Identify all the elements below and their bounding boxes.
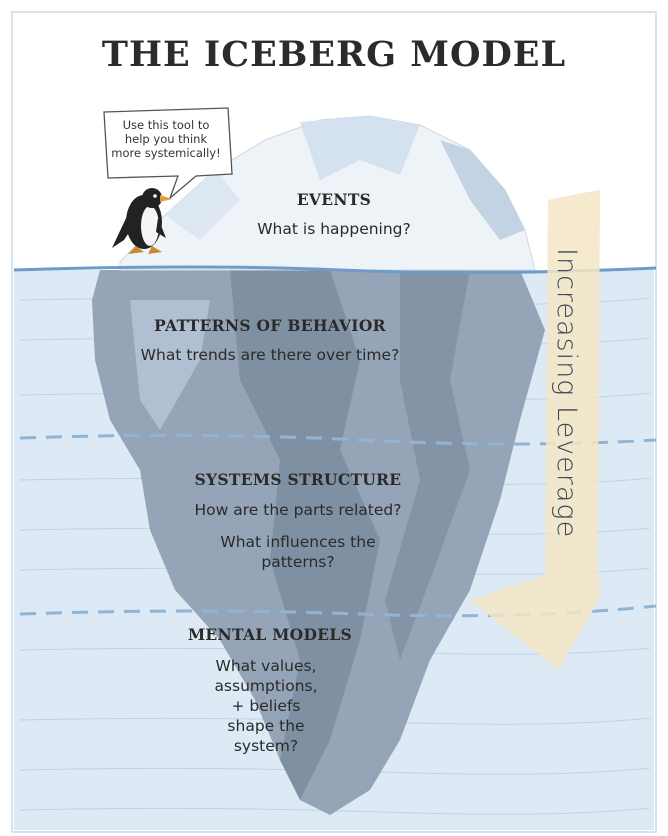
- level-structure-heading: SYSTEMS STRUCTURE: [194, 470, 402, 489]
- speech-bubble: [103, 107, 233, 201]
- level-events-heading: EVENTS: [296, 190, 372, 209]
- iceberg-shading: [230, 270, 380, 800]
- level-structure-question: How are the parts related?: [194, 501, 402, 519]
- penguin-icon: [112, 188, 172, 254]
- level-mental-models-question: What values, assumptions, + beliefs shap…: [214, 657, 318, 755]
- waterline: [13, 265, 657, 275]
- level-patterns-question: What trends are there over time?: [140, 346, 400, 364]
- level-patterns-heading: PATTERNS OF BEHAVIOR: [154, 316, 386, 335]
- level-mental-models-heading: MENTAL MODELS: [187, 625, 353, 644]
- leverage-arrow: [470, 190, 600, 670]
- page-title: THE ICEBERG MODEL: [101, 34, 567, 75]
- divider-1: [19, 433, 657, 446]
- level-events-question: What is happening?: [257, 220, 411, 238]
- leverage-arrow-label: Increasing Leverage: [551, 248, 582, 539]
- divider-2: [19, 604, 657, 618]
- speech-bubble-text: Use this tool to help you think more sys…: [111, 118, 221, 160]
- level-structure-question-2: What influences the patterns?: [220, 533, 376, 571]
